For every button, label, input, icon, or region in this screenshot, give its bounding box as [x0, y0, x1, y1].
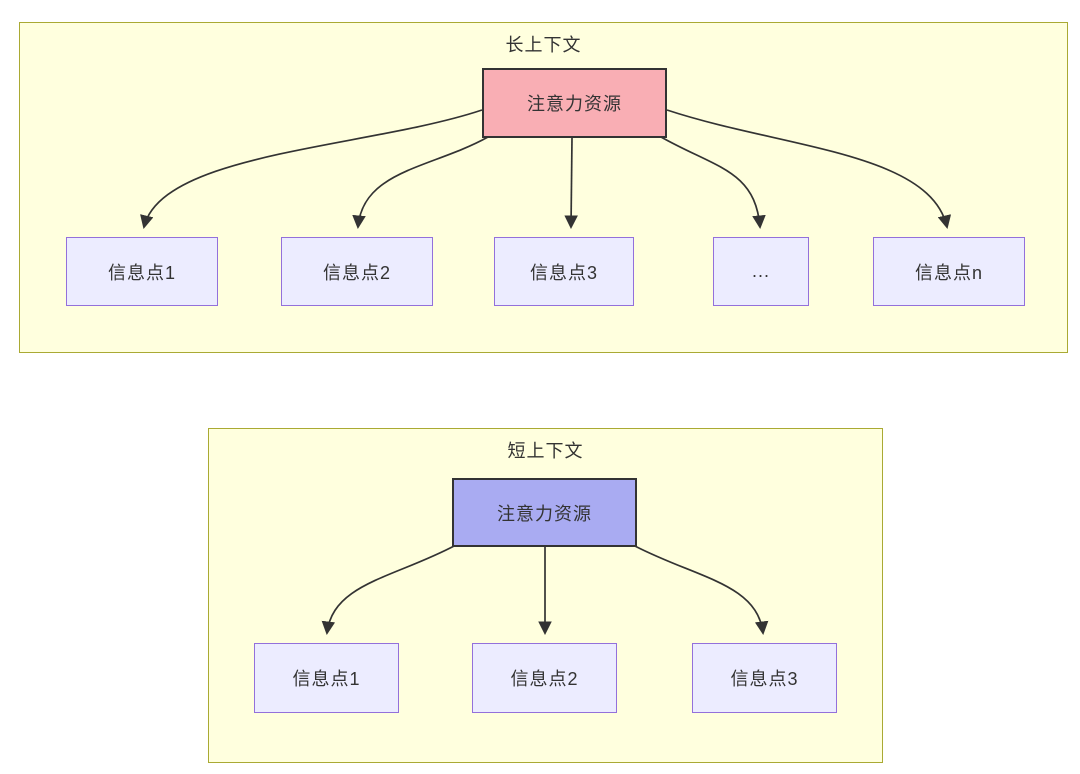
short-info-node-1: 信息点1 [254, 643, 399, 713]
short-attention-node: 注意力资源 [452, 478, 637, 547]
long-info-node-n: 信息点n [873, 237, 1025, 306]
short-info-node-3: 信息点3 [692, 643, 837, 713]
long-info-node-2: 信息点2 [281, 237, 433, 306]
long-info-node-ellipsis: ... [713, 237, 809, 306]
long-context-title: 长上下文 [505, 35, 582, 55]
long-info-node-3: 信息点3 [494, 237, 634, 306]
short-info-node-2: 信息点2 [472, 643, 617, 713]
long-info-node-1: 信息点1 [66, 237, 218, 306]
long-attention-node: 注意力资源 [482, 68, 667, 138]
short-context-title: 短上下文 [507, 441, 584, 461]
